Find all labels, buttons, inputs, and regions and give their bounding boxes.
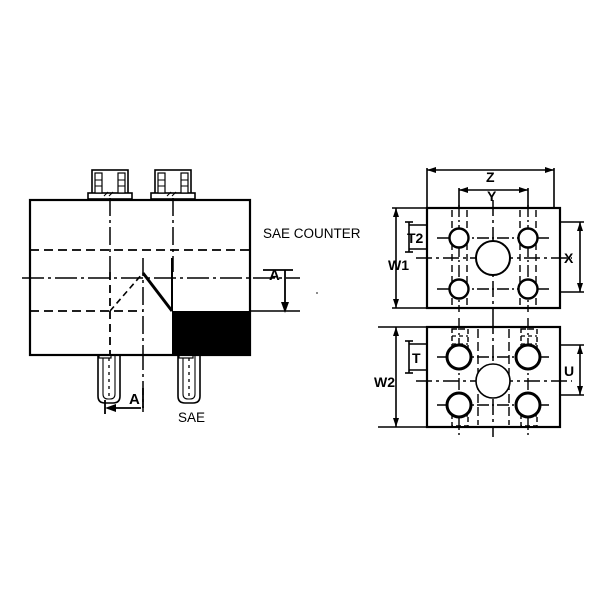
label-sae-counter: SAE COUNTER [263, 226, 361, 241]
label-section-a-bottom: A [129, 391, 140, 408]
wedge-left-slope [109, 272, 144, 312]
label-section-a-top: A [269, 267, 280, 284]
label-dim-y: Y [487, 188, 497, 204]
dimension-Z [426, 167, 555, 210]
dimension-W2 [378, 326, 427, 428]
dimension-A-horizontal [104, 388, 144, 414]
bottom-face-view [378, 318, 584, 437]
bottom-face-corner-hole-br [514, 391, 542, 419]
side-section-view [22, 169, 318, 414]
scan-artifact-1 [316, 292, 318, 294]
top-face-center-hole [475, 240, 511, 276]
label-dim-w1: W1 [388, 257, 409, 273]
bottom-face-corner-hole-tr [514, 343, 542, 371]
dimension-A-vertical [263, 269, 293, 313]
label-dim-w2: W2 [374, 374, 395, 390]
dimension-W1 [392, 207, 427, 309]
label-dim-t: T [412, 350, 421, 366]
section-solid-fill [172, 311, 250, 355]
bottom-face-corner-hole-tl [445, 343, 473, 371]
wedge-right-slope [141, 272, 174, 312]
top-fitting-right [150, 169, 196, 200]
top-face-corner-hole-br [517, 278, 539, 300]
top-face-corner-hole-bl [448, 278, 470, 300]
label-dim-x: X [564, 250, 574, 266]
top-face-corner-hole-tr [517, 227, 539, 249]
label-dim-u: U [564, 363, 574, 379]
label-dim-t2: T2 [407, 230, 424, 246]
label-dim-z: Z [486, 169, 495, 185]
bottom-face-center-hole [475, 363, 511, 399]
top-face-view [392, 167, 584, 318]
scan-artifact-2 [208, 328, 210, 330]
top-fitting-left [87, 169, 133, 200]
top-face-corner-hole-tl [448, 227, 470, 249]
label-sae: SAE [178, 410, 205, 425]
bottom-face-corner-hole-bl [445, 391, 473, 419]
